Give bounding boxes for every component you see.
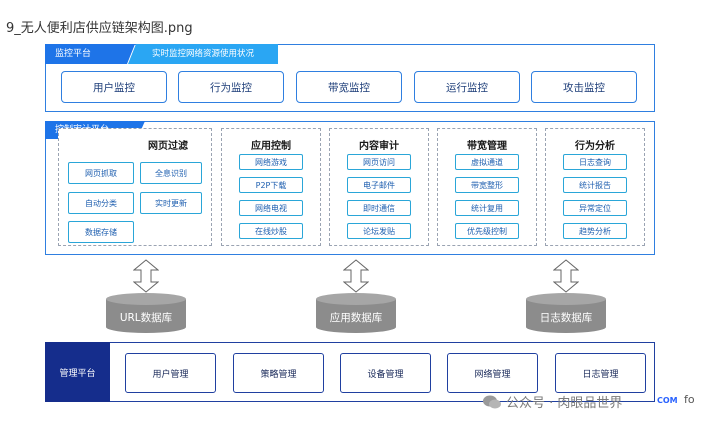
double-arrow-icon (343, 259, 369, 293)
web-filter-realtime-update[interactable]: 实时更新 (140, 192, 202, 214)
content-audit-web-visit[interactable]: 网页访问 (347, 154, 411, 170)
web-filter-holographic[interactable]: 全息识别 (140, 162, 202, 184)
monitor-runtime[interactable]: 运行监控 (414, 71, 520, 103)
mgmt-network[interactable]: 网络管理 (447, 353, 538, 393)
group-web-filter-title: 网页过滤 (148, 141, 188, 152)
behavior-trend-analysis[interactable]: 趋势分析 (563, 223, 627, 239)
mgmt-device[interactable]: 设备管理 (340, 353, 431, 393)
content-audit-im[interactable]: 即时通信 (347, 200, 411, 216)
bandwidth-virtual-channel[interactable]: 虚拟通道 (455, 154, 519, 170)
bandwidth-shaping[interactable]: 带宽整形 (455, 177, 519, 193)
management-platform-tab: 管理平台 (45, 342, 110, 402)
file-title: 9_无人便利店供应链架构图.png (6, 21, 193, 36)
app-control-p2p[interactable]: P2P下载 (239, 177, 303, 193)
watermark-suffix: fo (684, 393, 695, 406)
database-app-label: 应用数据库 (329, 312, 383, 324)
watermark-text: 公众号 · 肉眼品世界 (506, 396, 623, 411)
database-log: 日志数据库 (526, 293, 606, 333)
behavior-anomaly-locate[interactable]: 异常定位 (563, 200, 627, 216)
watermark: 公众号 · 肉眼品世界 (482, 392, 622, 411)
database-log-label: 日志数据库 (539, 312, 593, 324)
behavior-stat-report[interactable]: 统计报告 (563, 177, 627, 193)
database-url-label: URL数据库 (119, 312, 173, 324)
content-audit-email[interactable]: 电子邮件 (347, 177, 411, 193)
monitor-user[interactable]: 用户监控 (61, 71, 167, 103)
monitor-platform-subtitle: 实时监控网络资源使用状况 (128, 44, 278, 64)
web-filter-data-storage[interactable]: 数据存储 (68, 221, 134, 243)
database-icon (526, 293, 606, 333)
web-filter-auto-classify[interactable]: 自动分类 (68, 192, 134, 214)
wechat-icon (483, 395, 501, 408)
group-bandwidth-mgmt-title: 带宽管理 (467, 141, 507, 152)
group-content-audit-title: 内容审计 (359, 141, 399, 152)
bandwidth-stat-multiplex[interactable]: 统计复用 (455, 200, 519, 216)
behavior-log-query[interactable]: 日志查询 (563, 154, 627, 170)
database-app: 应用数据库 (316, 293, 396, 333)
double-arrow-icon (133, 259, 159, 293)
mgmt-log[interactable]: 日志管理 (555, 353, 646, 393)
monitor-behavior[interactable]: 行为监控 (178, 71, 284, 103)
bandwidth-priority[interactable]: 优先级控制 (455, 223, 519, 239)
database-icon (316, 293, 396, 333)
app-control-online-game[interactable]: 网络游戏 (239, 154, 303, 170)
mgmt-policy[interactable]: 策略管理 (233, 353, 324, 393)
content-audit-forum[interactable]: 论坛发贴 (347, 223, 411, 239)
double-arrow-icon (553, 259, 579, 293)
app-control-stocks[interactable]: 在线炒股 (239, 223, 303, 239)
monitor-platform-tab: 监控平台 (45, 44, 135, 64)
group-app-control-title: 应用控制 (251, 141, 291, 152)
database-icon (106, 293, 186, 333)
watermark-logo: COM (657, 396, 678, 405)
database-url: URL数据库 (106, 293, 186, 333)
app-control-net-tv[interactable]: 网络电视 (239, 200, 303, 216)
web-filter-crawl[interactable]: 网页抓取 (68, 162, 134, 184)
group-behavior-analysis-title: 行为分析 (575, 141, 615, 152)
monitor-attack[interactable]: 攻击监控 (531, 71, 637, 103)
monitor-bandwidth[interactable]: 带宽监控 (296, 71, 402, 103)
mgmt-user[interactable]: 用户管理 (125, 353, 216, 393)
